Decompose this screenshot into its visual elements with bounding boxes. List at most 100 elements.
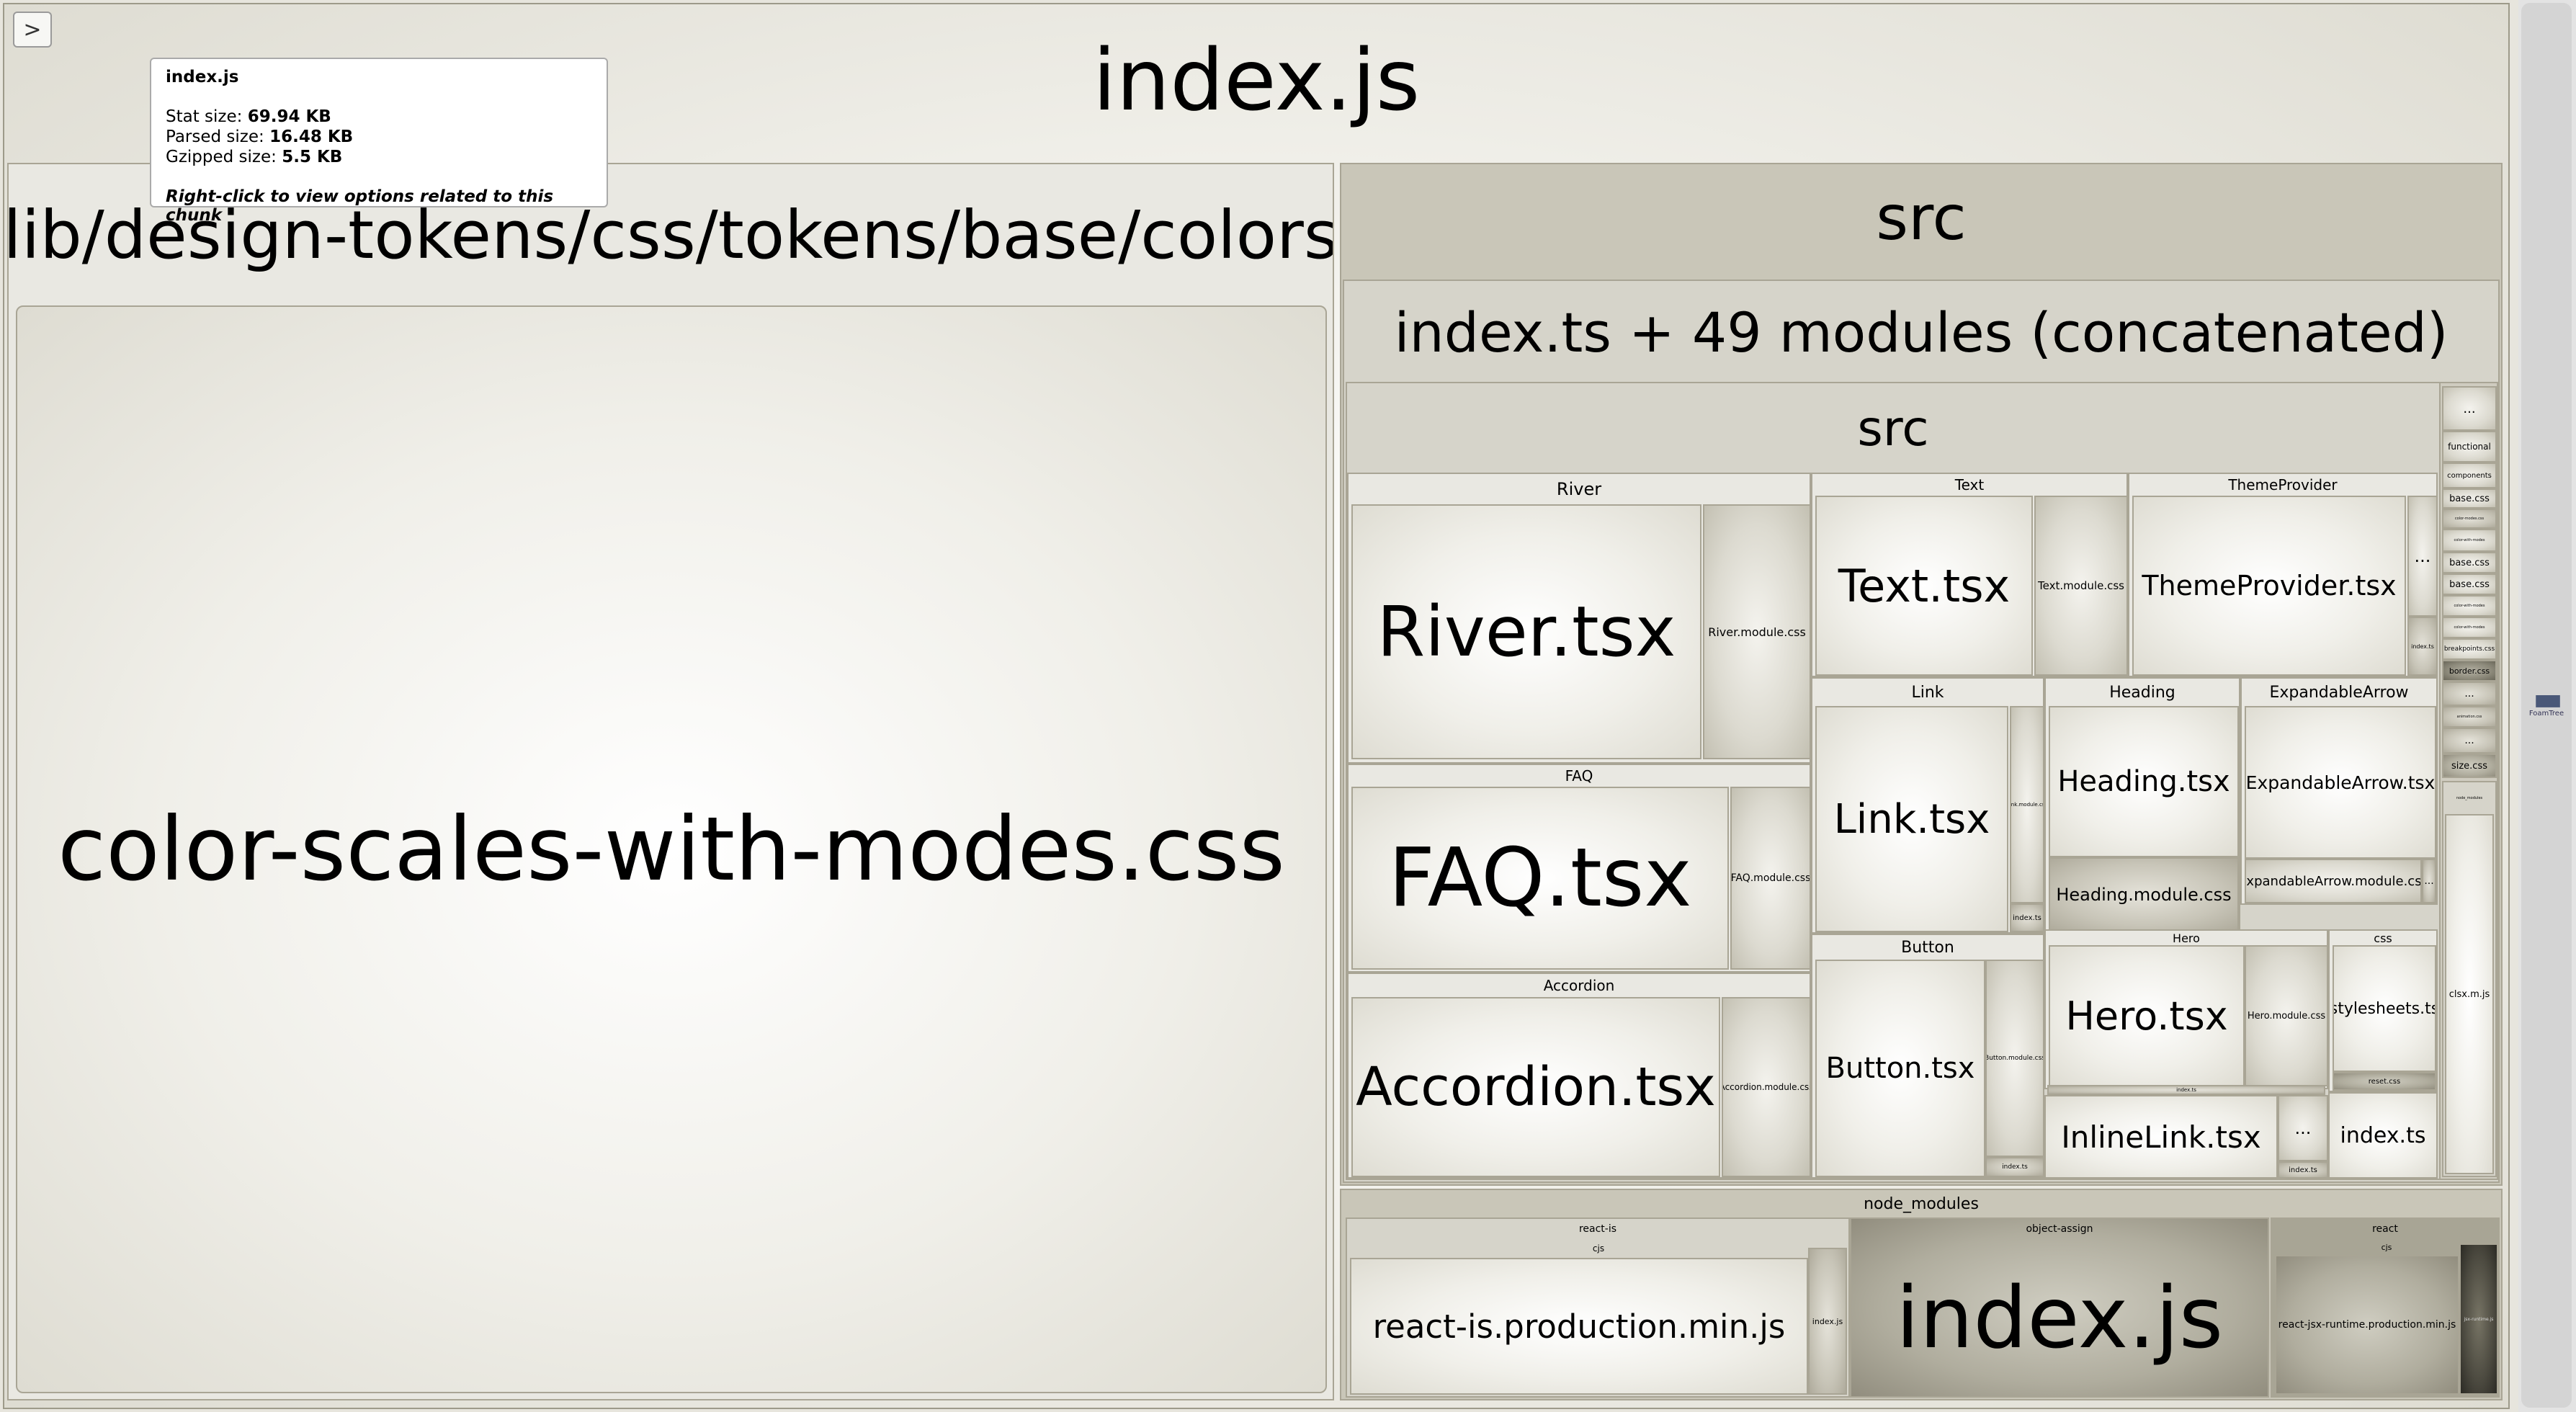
colors-group[interactable]: lib/design-tokens/css/tokens/base/colors…	[7, 163, 1334, 1400]
tooltip-gzip-row: Gzipped size: 5.5 KB	[166, 147, 592, 167]
rc-more-2[interactable]: ...	[2442, 682, 2497, 706]
hero-index[interactable]: index.ts	[2047, 1085, 2325, 1095]
tooltip-hint: Right-click to view options related to t…	[166, 187, 554, 225]
faq-tsx[interactable]: FAQ.tsx	[1351, 787, 1729, 970]
react-is-production[interactable]: react-is.production.min.js	[1350, 1258, 1808, 1395]
react-group[interactable]: react cjs react-jsx-runtime.production.m…	[2271, 1217, 2500, 1398]
rc-border[interactable]: border.css	[2442, 660, 2497, 682]
river-css-label: River.module.css	[1708, 625, 1806, 639]
button-index[interactable]: index.ts	[1985, 1157, 2043, 1177]
tooltip-gzip-value: 5.5 KB	[282, 148, 343, 166]
css-group[interactable]: css stylesheets.ts reset.css	[2328, 929, 2438, 1092]
expandablearrow-css[interactable]: ExpandableArrow.module.css	[2245, 859, 2422, 903]
text-tsx-label: Text.tsx	[1838, 559, 2011, 612]
link-index[interactable]: index.ts	[2010, 903, 2043, 932]
hero-css[interactable]: Hero.module.css	[2245, 945, 2327, 1086]
expandablearrow-group[interactable]: ExpandableArrow ExpandableArrow.tsx Expa…	[2240, 677, 2438, 905]
clsx-module[interactable]: clsx.m.js	[2445, 814, 2494, 1174]
jsx-runtime[interactable]: jsx-runtime.js	[2459, 1243, 2498, 1395]
expandablearrow-more-label: ...	[2424, 875, 2434, 887]
color-scales-file[interactable]: color-scales-with-modes.css	[16, 305, 1327, 1393]
faq-css-label: FAQ.module.css	[1732, 872, 1810, 884]
object-assign-group[interactable]: object-assign index.js	[1850, 1217, 2269, 1398]
button-css[interactable]: Button.module.css	[1985, 960, 2043, 1157]
rc-functional[interactable]: functional	[2442, 431, 2497, 463]
stylesheets-ts[interactable]: stylesheets.ts	[2333, 945, 2436, 1072]
river-tsx-label: River.tsx	[1377, 591, 1676, 672]
chevron-right-icon: >	[23, 17, 42, 43]
tooltip-parsed-value: 16.48 KB	[269, 128, 354, 146]
accordion-tsx[interactable]: Accordion.tsx	[1351, 997, 1720, 1177]
react-is-group[interactable]: react-is cjs react-is.production.min.js …	[1346, 1217, 1850, 1398]
expandablearrow-more[interactable]: ...	[2422, 859, 2436, 903]
river-title: River	[1556, 479, 1602, 499]
heading-group[interactable]: Heading Heading.tsx Heading.module.css	[2044, 677, 2240, 934]
themeprovider-title: ThemeProvider	[2228, 476, 2338, 493]
rc-base-1[interactable]: base.css	[2442, 488, 2497, 509]
hero-tsx[interactable]: Hero.tsx	[2049, 945, 2245, 1086]
expandablearrow-tsx[interactable]: ExpandableArrow.tsx	[2245, 706, 2436, 859]
hero-group[interactable]: Hero Hero.tsx Hero.module.css	[2044, 929, 2328, 1089]
rc-color-with-modes-2[interactable]: color-with-modes	[2442, 595, 2497, 617]
rc-color-with-modes-1[interactable]: color-with-modes	[2442, 529, 2497, 552]
heading-css[interactable]: Heading.module.css	[2049, 857, 2239, 932]
rc-base-2-label: base.css	[2449, 557, 2490, 568]
rc-size[interactable]: size.css	[2442, 754, 2497, 778]
react-cjs: cjs	[2273, 1239, 2498, 1255]
link-group[interactable]: Link Link.tsx Link.module.css index.ts	[1811, 677, 2044, 934]
rc-more-1[interactable]: ...	[2442, 386, 2497, 431]
node-modules-group[interactable]: node_modules react-is cjs react-is.produ…	[1340, 1189, 2503, 1400]
scrollbar-thumb[interactable]	[2521, 3, 2572, 1408]
node-modules-title: node_modules	[1864, 1194, 1979, 1213]
river-css[interactable]: River.module.css	[1703, 504, 1810, 759]
button-group[interactable]: Button Button.tsx Button.module.css inde…	[1811, 934, 2044, 1179]
rc-base-2[interactable]: base.css	[2442, 552, 2497, 573]
rc-components[interactable]: components	[2442, 463, 2497, 488]
themeprovider-tsx[interactable]: ThemeProvider.tsx	[2132, 496, 2406, 676]
rc-color-modes[interactable]: color-modes.css	[2442, 509, 2497, 529]
themeprovider-index[interactable]: index.ts	[2407, 617, 2436, 676]
faq-css[interactable]: FAQ.module.css	[1730, 787, 1810, 970]
react-jsx-runtime-production[interactable]: react-jsx-runtime.production.min.js	[2275, 1255, 2459, 1395]
reset-css[interactable]: reset.css	[2333, 1072, 2436, 1091]
rc-base-3[interactable]: base.css	[2442, 573, 2497, 595]
stylesheets-ts-label: stylesheets.ts	[2334, 999, 2435, 1018]
themeprovider-group[interactable]: ThemeProvider ThemeProvider.tsx ... inde…	[2128, 473, 2438, 677]
inlinelink-index-label: index.ts	[2289, 1166, 2317, 1174]
rc-breakpoints[interactable]: breakpoints.css	[2442, 638, 2497, 660]
tooltip-stat-label: Stat size:	[166, 107, 243, 126]
accordion-group[interactable]: Accordion Accordion.tsx Accordion.module…	[1347, 973, 1811, 1179]
river-tsx[interactable]: River.tsx	[1351, 504, 1701, 759]
inlinelink-index[interactable]: index.ts	[2278, 1161, 2328, 1179]
text-group[interactable]: Text Text.tsx Text.module.css	[1811, 473, 2128, 677]
inlinelink-more[interactable]: ...	[2278, 1095, 2328, 1161]
sidebar-toggle-button[interactable]: >	[13, 12, 52, 48]
rc-more-3[interactable]: ...	[2442, 728, 2497, 754]
link-tsx[interactable]: Link.tsx	[1815, 706, 2008, 932]
chunk-tooltip: index.js Stat size: 69.94 KB Parsed size…	[150, 58, 608, 225]
themeprovider-more-label: ...	[2414, 546, 2431, 566]
rc-animation[interactable]: animation.css	[2442, 706, 2497, 728]
heading-tsx[interactable]: Heading.tsx	[2049, 706, 2239, 857]
river-group[interactable]: River River.tsx River.module.css	[1347, 473, 1811, 764]
faq-group[interactable]: FAQ FAQ.tsx FAQ.module.css	[1347, 764, 1811, 973]
rc-base-3-label: base.css	[2449, 578, 2490, 590]
text-css[interactable]: Text.module.css	[2034, 496, 2126, 676]
index-ts[interactable]: index.ts	[2328, 1092, 2438, 1179]
react-is-index[interactable]: index.js	[1808, 1248, 1847, 1395]
themeprovider-index-label: index.ts	[2411, 643, 2434, 650]
text-tsx[interactable]: Text.tsx	[1815, 496, 2033, 676]
text-css-label: Text.module.css	[2038, 579, 2124, 592]
link-index-label: index.ts	[2013, 913, 2041, 922]
rc-color-modes-label: color-modes.css	[2454, 517, 2485, 521]
rc-size-label: size.css	[2451, 760, 2488, 772]
rc-color-with-modes-3[interactable]: color-with-modes	[2442, 617, 2497, 638]
inlinelink-tsx[interactable]: InlineLink.tsx	[2044, 1095, 2278, 1179]
link-css[interactable]: Link.module.css	[2010, 706, 2043, 903]
accordion-css[interactable]: Accordion.module.css	[1722, 997, 1810, 1177]
themeprovider-more[interactable]: ...	[2407, 496, 2436, 617]
button-tsx[interactable]: Button.tsx	[1815, 960, 1985, 1177]
rc-node-modules[interactable]: node_modules clsx.m.js	[2442, 781, 2497, 1177]
right-column: ... functional components base.css color…	[2439, 382, 2498, 1180]
accordion-tsx-label: Accordion.tsx	[1356, 1056, 1716, 1118]
